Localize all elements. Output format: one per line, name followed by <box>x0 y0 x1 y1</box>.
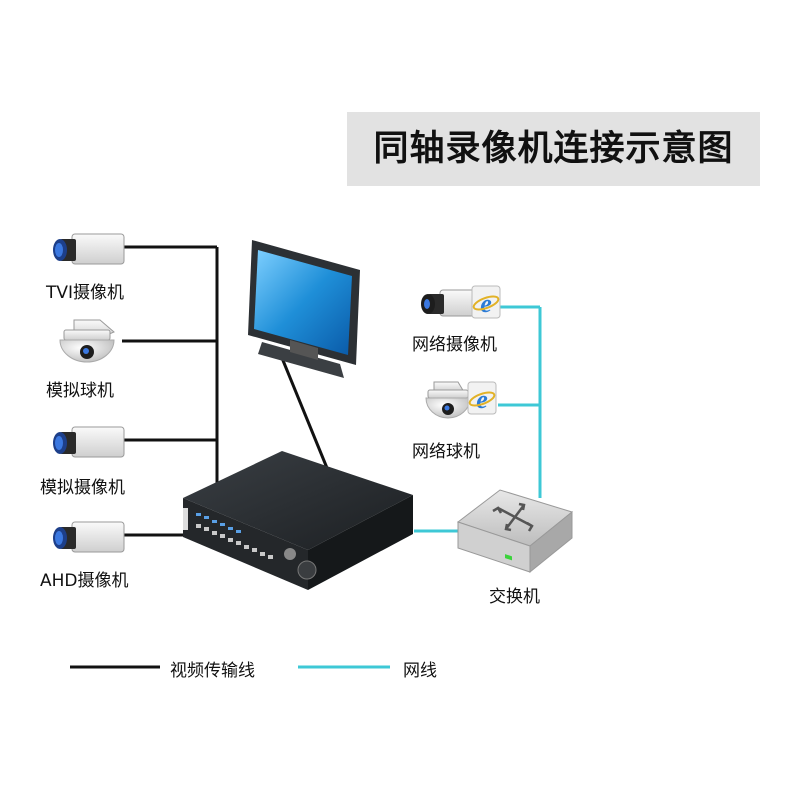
tvi-camera <box>53 233 125 265</box>
dome-camera-icon <box>425 381 471 419</box>
svg-text:e: e <box>480 289 492 318</box>
analog-camera <box>53 426 125 458</box>
analog-dome <box>59 319 115 363</box>
label-analog-camera: 模拟摄像机 <box>40 478 125 498</box>
box-camera-icon <box>53 521 125 553</box>
legend-video-label: 视频传输线 <box>170 661 255 681</box>
network-switch <box>456 489 574 574</box>
dvr-front-buttons <box>196 524 273 559</box>
box-camera-icon <box>53 426 125 458</box>
label-network-camera: 网络摄像机 <box>412 335 497 355</box>
label-tvi-camera: TVI摄像机 <box>46 283 125 303</box>
network-lines <box>414 305 542 533</box>
ie-logo-icon: e <box>467 381 497 415</box>
svg-text:e: e <box>476 385 488 414</box>
box-camera-icon <box>53 233 125 265</box>
network-camera: e <box>421 285 501 319</box>
ie-logo-icon: e <box>471 285 501 319</box>
ahd-camera <box>53 521 125 553</box>
label-ahd-camera: AHD摄像机 <box>40 571 129 591</box>
legend-network-label: 网线 <box>403 661 437 681</box>
network-dome: e <box>425 381 497 419</box>
title-banner: 同轴录像机连接示意图 <box>347 112 760 186</box>
dome-camera-icon <box>59 319 115 363</box>
four-arrows-icon <box>492 502 534 532</box>
dvr-indicator-leds <box>196 513 241 533</box>
label-network-dome: 网络球机 <box>412 442 480 462</box>
box-camera-icon <box>421 289 481 317</box>
label-switch: 交换机 <box>489 587 540 607</box>
monitor <box>248 240 360 378</box>
diagram-title: 同轴录像机连接示意图 <box>373 129 734 169</box>
dvr-recorder <box>183 451 413 590</box>
label-analog-dome: 模拟球机 <box>46 381 114 401</box>
